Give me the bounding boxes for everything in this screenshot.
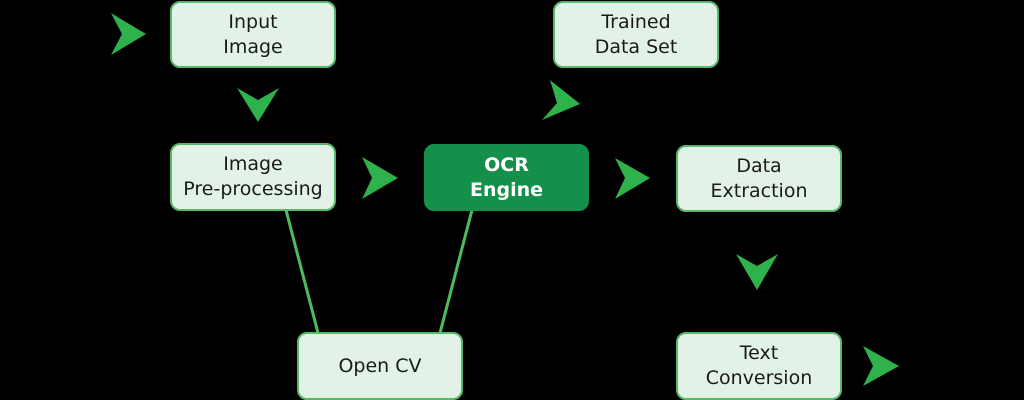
node-label: OCR [484,153,529,176]
arrow-ocr-to-trained-icon [542,80,580,120]
arrow-start-to-input-icon [111,13,146,55]
node-trained-data-set: Trained Data Set [553,1,719,68]
arrow-ocr-to-extraction-icon [615,158,650,199]
node-label: Data Set [594,35,678,58]
arrow-input-to-preprocessing-icon [237,88,279,122]
node-label: Image [223,153,283,175]
node-image-preprocessing: Image Pre-processing [170,143,336,211]
node-label: Pre-processing [183,178,323,200]
node-text-conversion: Text Conversion [676,332,842,400]
node-label: Conversion [705,367,813,389]
node-label: Data [736,154,782,177]
node-label: Trained [601,10,671,33]
node-label: Open CV [338,354,422,377]
arrow-preprocessing-to-ocr-icon [362,157,398,199]
node-label: Image [223,35,283,58]
node-open-cv: Open CV [297,332,463,400]
node-ocr-engine: OCR Engine [424,144,589,211]
arrow-extraction-to-text-icon [736,254,778,290]
arrow-text-to-end-icon [863,346,899,386]
connector-ocr-opencv [438,209,474,334]
connector-preprocessing-opencv [284,209,320,334]
node-input-image: Input Image [170,1,336,68]
node-label: Engine [469,178,544,201]
node-label: Text [739,342,779,364]
node-data-extraction: Data Extraction [676,145,842,212]
node-label: Extraction [710,179,808,202]
node-label: Input [228,10,278,33]
